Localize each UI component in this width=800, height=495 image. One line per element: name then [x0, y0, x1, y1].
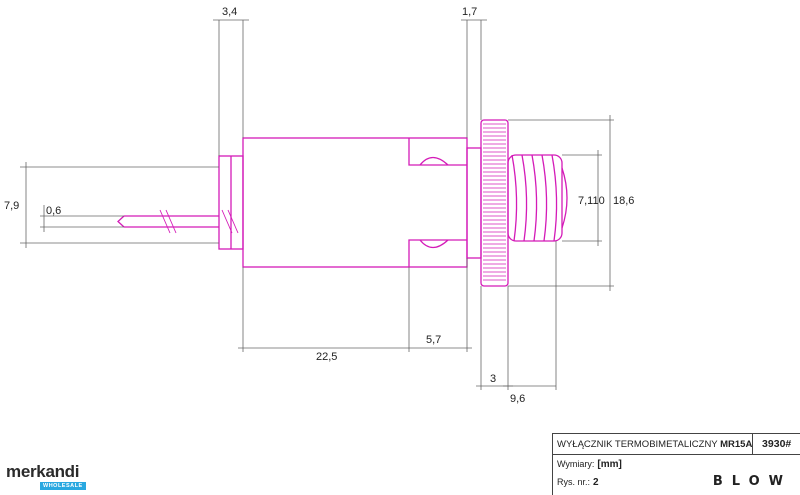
dim-3: 3 [490, 373, 496, 385]
dim-1-7: 1,7 [462, 6, 477, 18]
brand-logo: BLOW [712, 474, 792, 489]
product-prefix: WYŁĄCZNIK TERMOBIMETALICZNY [557, 438, 718, 450]
dim-22-5: 22,5 [316, 351, 337, 363]
logo-badge: WHOLESALE [40, 482, 86, 490]
drawing-value: 2 [593, 476, 599, 488]
dimension-lines [20, 19, 614, 390]
product-model: MR15A [720, 438, 753, 450]
dim-5-7: 5,7 [426, 334, 441, 346]
dims-value: [mm] [597, 458, 622, 470]
product-title: WYŁĄCZNIK TERMOBIMETALICZNY MR15A [553, 439, 752, 450]
product-code: 3930# [752, 434, 800, 454]
dim-3-4: 3,4 [222, 6, 237, 18]
dim-9-6: 9,6 [510, 393, 525, 405]
switch-body-outline [117, 119, 568, 287]
dim-18-6: 18,6 [613, 195, 634, 207]
dims-label: Wymiary: [557, 459, 595, 469]
title-row: WYŁĄCZNIK TERMOBIMETALICZNY MR15A 3930# [553, 434, 800, 455]
pin-break-marks [159, 209, 239, 234]
drawing-label: Rys. nr.: [557, 477, 591, 487]
drawing-number-row: Rys. nr.: 2 [553, 473, 800, 491]
dim-0-6: 0,6 [46, 205, 61, 217]
dimensions-unit-row: Wymiary: [mm] [553, 455, 800, 473]
dim-7-110: 7,110 [578, 195, 605, 207]
merkandi-logo: merkandi WHOLESALE [6, 462, 86, 490]
logo-name: merkandi [6, 462, 80, 481]
title-block: WYŁĄCZNIK TERMOBIMETALICZNY MR15A 3930# … [552, 433, 800, 495]
dim-7-9: 7,9 [4, 200, 19, 212]
flange-knurl [483, 123, 506, 281]
